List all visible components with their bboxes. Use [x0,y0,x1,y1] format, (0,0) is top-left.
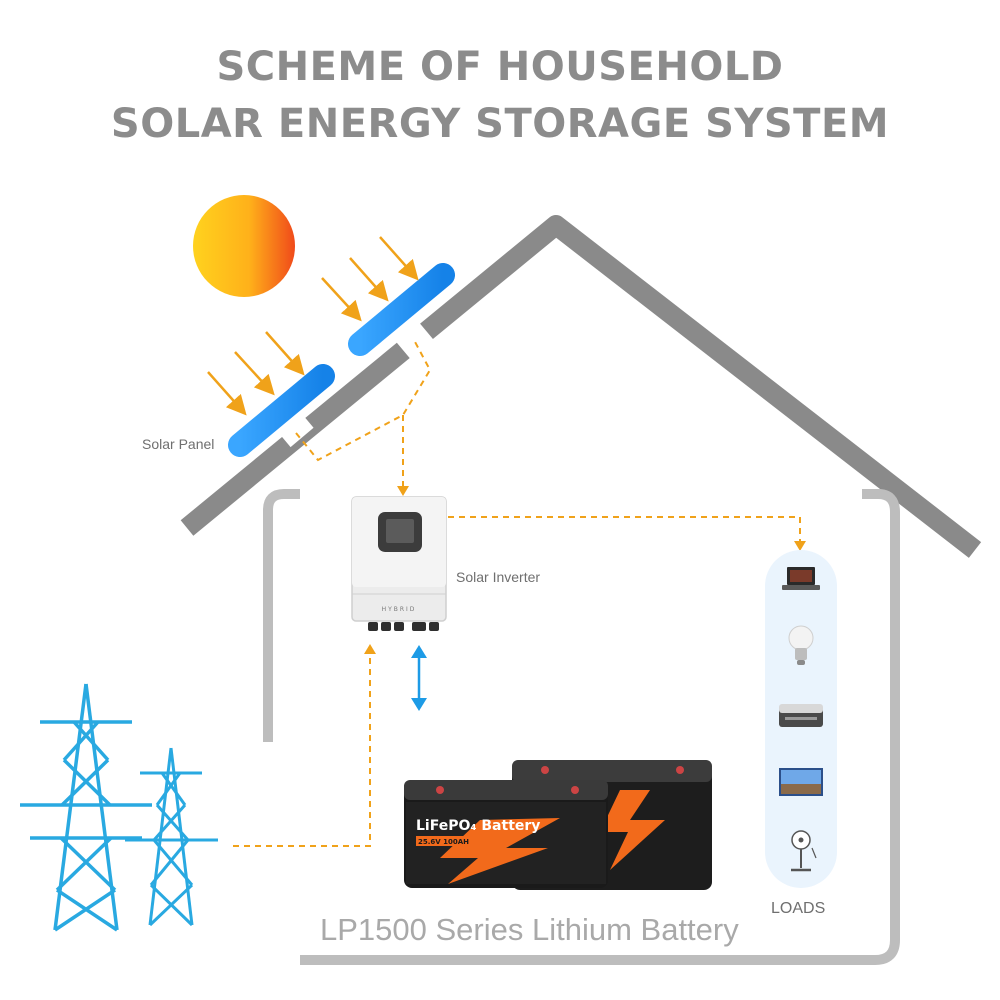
tv-icon [779,768,823,796]
loads-label: LOADS [771,900,826,917]
battery-bolt-icon [440,818,560,884]
printer-icon [779,704,823,727]
title-line-1: SCHEME OF HOUSEHOLD [216,44,784,90]
inverter-model-text: HYBRID [382,606,417,613]
dc-arrow-icon [397,486,409,496]
panel-mounts [276,322,434,448]
sun-rays [207,236,419,416]
battery-brand-text: LiFePO₄ Battery [416,818,540,834]
solar-panel-lower [228,364,335,457]
house-wall-right [300,489,900,965]
grid-arrow-icon [364,644,376,654]
title-line-2: SOLAR ENERGY STORAGE SYSTEM [110,101,890,147]
solar-panel-upper [348,263,455,356]
house-wall-left [263,489,300,742]
battery-series-label: LP1500 Series Lithium Battery [320,912,739,947]
battery-front: LiFePO₄ Battery 25.6V 100AH [404,780,608,888]
solar-inverter-label: Solar Inverter [456,569,541,585]
loads-arrow-icon [794,541,806,551]
inverter-connectors [368,622,439,631]
grid-wiring [233,650,371,847]
power-pylon-large-icon [20,683,152,932]
sun-icon [193,195,295,297]
bulb-icon [788,625,814,665]
solar-inverter: HYBRID [351,496,447,631]
power-pylon-small-icon [125,747,218,927]
solar-panel-label: Solar Panel [142,436,215,452]
fan-icon [791,830,817,872]
laptop-icon [782,567,820,590]
battery-spec-text: 25.6V 100AH [418,838,469,846]
ac-wiring-loads [448,516,801,545]
battery-flow-arrow-icon [411,645,427,711]
dc-wiring [295,339,432,490]
